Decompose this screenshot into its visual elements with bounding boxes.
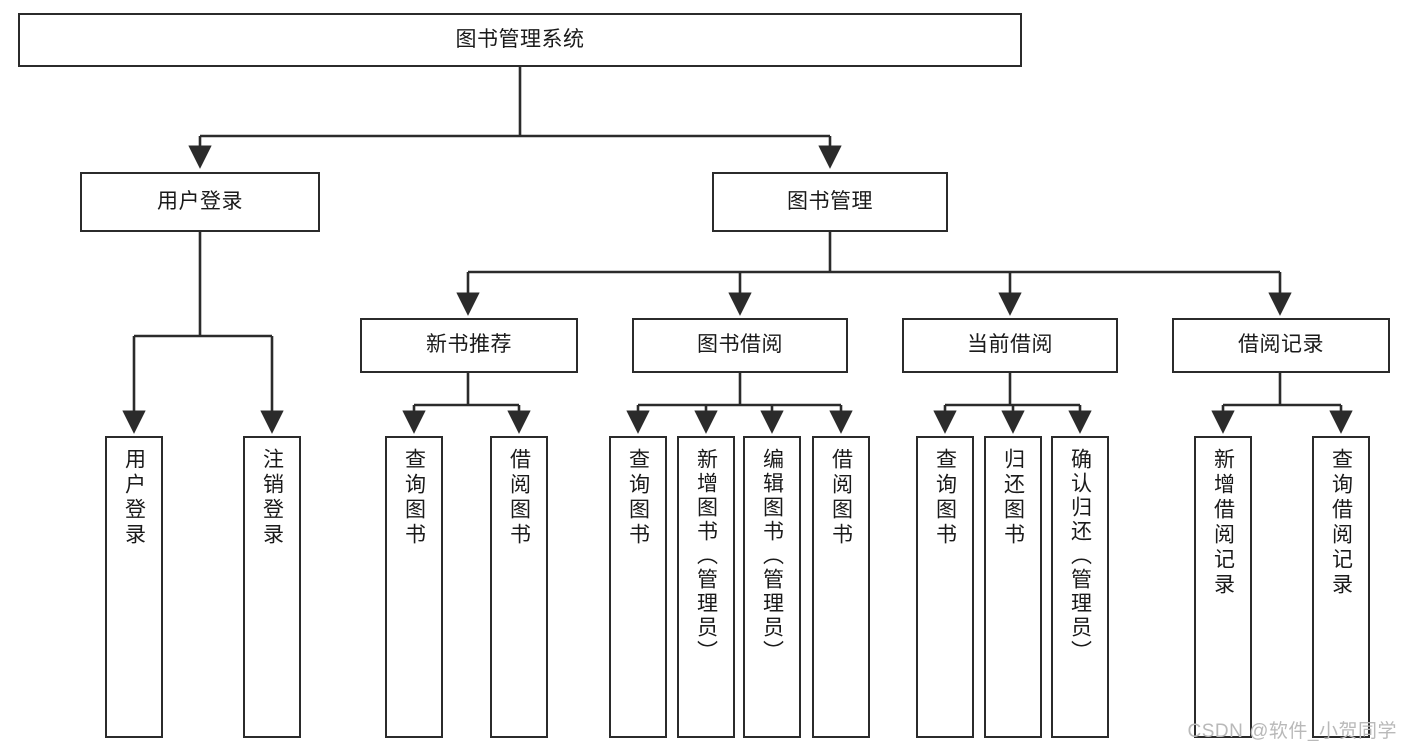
node-new-book-recommend-label: 新书推荐 — [426, 333, 512, 357]
leaf-label: 借阅图书 — [507, 448, 531, 548]
node-root-label: 图书管理系统 — [455, 27, 585, 51]
node-current-borrow-label: 当前借阅 — [967, 333, 1053, 357]
node-root[interactable]: 图书管理系统 — [18, 13, 1022, 67]
leaf-label: 查询图书 — [933, 448, 957, 548]
leaf-label: 新增借阅记录 — [1211, 448, 1235, 598]
leaf-book-borrow-query[interactable]: 查询图书 — [609, 436, 667, 738]
leaf-label: 查询图书 — [626, 448, 650, 548]
leaf-user-login-login[interactable]: 用户登录 — [105, 436, 163, 738]
node-borrow-record-label: 借阅记录 — [1238, 333, 1324, 357]
node-new-book-recommend[interactable]: 新书推荐 — [360, 318, 578, 373]
node-borrow-record[interactable]: 借阅记录 — [1172, 318, 1390, 373]
leaf-current-borrow-return[interactable]: 归还图书 — [984, 436, 1042, 738]
leaf-label: 用户登录 — [122, 448, 146, 548]
node-book-management-label: 图书管理 — [787, 189, 873, 213]
node-book-borrow-label: 图书借阅 — [697, 333, 783, 357]
node-book-borrow[interactable]: 图书借阅 — [632, 318, 848, 373]
node-user-login[interactable]: 用户登录 — [80, 172, 320, 232]
leaf-current-borrow-query[interactable]: 查询图书 — [916, 436, 974, 738]
watermark: CSDN @软件_小贺同学 — [1187, 721, 1397, 742]
leaf-book-borrow-borrow[interactable]: 借阅图书 — [812, 436, 870, 738]
node-book-management[interactable]: 图书管理 — [712, 172, 948, 232]
leaf-user-login-logout[interactable]: 注销登录 — [243, 436, 301, 738]
leaf-label: 查询借阅记录 — [1329, 448, 1353, 598]
leaf-new-book-borrow[interactable]: 借阅图书 — [490, 436, 548, 738]
leaf-label: 归还图书 — [1001, 448, 1025, 548]
leaf-label: 查询图书 — [402, 448, 426, 548]
leaf-label: 注销登录 — [260, 448, 284, 548]
leaf-label: 确认归还（管理员） — [1068, 448, 1092, 664]
leaf-new-book-query[interactable]: 查询图书 — [385, 436, 443, 738]
leaf-label: 编辑图书（管理员） — [760, 448, 784, 664]
leaf-label: 借阅图书 — [829, 448, 853, 548]
node-current-borrow[interactable]: 当前借阅 — [902, 318, 1118, 373]
leaf-book-borrow-edit[interactable]: 编辑图书（管理员） — [743, 436, 801, 738]
leaf-borrow-record-add[interactable]: 新增借阅记录 — [1194, 436, 1252, 738]
leaf-book-borrow-add[interactable]: 新增图书（管理员） — [677, 436, 735, 738]
leaf-borrow-record-query[interactable]: 查询借阅记录 — [1312, 436, 1370, 738]
leaf-current-borrow-confirm[interactable]: 确认归还（管理员） — [1051, 436, 1109, 738]
leaf-label: 新增图书（管理员） — [694, 448, 718, 664]
node-user-login-label: 用户登录 — [157, 189, 243, 213]
